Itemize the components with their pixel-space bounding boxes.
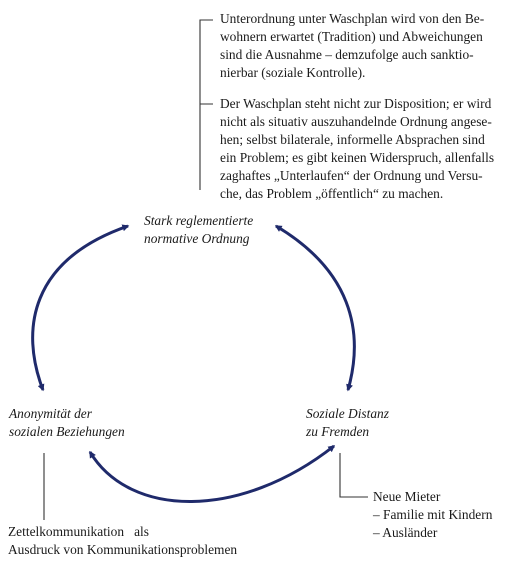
annotation-neue-mieter: Neue Mieter – Familie mit Kindern – Ausl… bbox=[373, 488, 492, 542]
node-top-line1: Stark reglementierte bbox=[144, 213, 254, 228]
node-left-line1: Anonymität der bbox=[9, 406, 92, 421]
arrow-top-to-right bbox=[274, 224, 356, 392]
annotation-top-2: Der Waschplan steht nicht zur Dispositio… bbox=[220, 96, 495, 202]
arrow-left-to-right bbox=[88, 444, 336, 503]
node-stark-reglementierte-ordnung: Stark reglementierte normative Ordnung bbox=[144, 212, 253, 248]
neue-mieter-title: Neue Mieter bbox=[373, 489, 441, 504]
neue-mieter-item: – Ausländer bbox=[373, 525, 438, 541]
node-right-line2: zu Fremden bbox=[306, 424, 370, 440]
node-anonymitaet: Anonymität der sozialen Beziehungen bbox=[9, 405, 125, 441]
node-soziale-distanz: Soziale Distanz zu Fremden bbox=[306, 405, 389, 441]
right-annotation-bracket bbox=[339, 453, 368, 498]
node-right-line1: Soziale Distanz bbox=[306, 406, 389, 421]
node-top-line2: normative Ordnung bbox=[144, 231, 250, 247]
annotation-zettelkommunikation: Zettelkommunikation als Ausdruck von Kom… bbox=[8, 524, 238, 558]
top-annotation-bracket bbox=[199, 19, 213, 190]
node-left-line2: sozialen Beziehungen bbox=[9, 424, 125, 440]
arrow-left-to-top bbox=[31, 224, 130, 392]
neue-mieter-item: – Familie mit Kindern bbox=[373, 507, 493, 523]
annotation-top-1: Unterordnung unter Waschplan wird von de… bbox=[220, 11, 485, 81]
